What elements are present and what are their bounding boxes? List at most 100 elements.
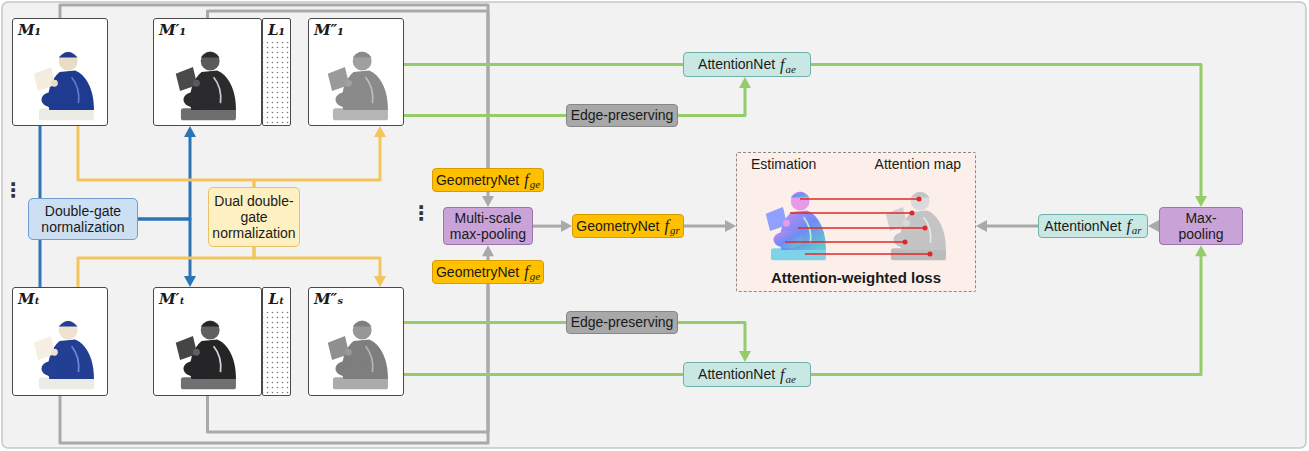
strip-ground bbox=[262, 18, 291, 126]
arrow-head bbox=[739, 77, 751, 88]
connector bbox=[60, 5, 488, 168]
box-label: AttentionNet bbox=[698, 366, 775, 382]
connector-line bbox=[404, 373, 683, 376]
connector bbox=[208, 11, 489, 168]
arrow-head bbox=[1195, 245, 1207, 256]
figure-shading bbox=[176, 320, 236, 389]
ellipsis-mark: ⋮ bbox=[3, 180, 23, 201]
box-label: Multi-scale max-pooling bbox=[447, 210, 529, 242]
arrow-head bbox=[1195, 196, 1207, 207]
connector-line bbox=[404, 114, 566, 117]
connector bbox=[138, 219, 196, 287]
region-title: Attention-weighted loss bbox=[751, 269, 961, 286]
connector bbox=[60, 284, 488, 443]
arrow-head bbox=[1148, 220, 1159, 232]
connector bbox=[482, 245, 494, 260]
connector bbox=[254, 247, 386, 287]
network-box: AttentionNetfar bbox=[1038, 214, 1148, 238]
connector bbox=[78, 247, 254, 287]
connector bbox=[684, 220, 736, 232]
connector-line bbox=[208, 11, 489, 168]
normalization-box: Dual double-gate normalization bbox=[208, 187, 300, 247]
arrow-head bbox=[976, 220, 987, 232]
connector bbox=[404, 115, 566, 116]
arrow-head bbox=[739, 351, 751, 362]
arrow-head bbox=[482, 245, 494, 256]
figure-colour bbox=[34, 51, 94, 120]
arrow-head bbox=[184, 276, 196, 287]
connector-line bbox=[138, 134, 190, 219]
function-subscript: ae bbox=[786, 63, 796, 75]
function-subscript: ar bbox=[1132, 224, 1142, 236]
region-caption: Attention map bbox=[875, 156, 961, 172]
correspondence-dot bbox=[923, 226, 928, 231]
filter-box: Edge-preserving bbox=[566, 104, 678, 127]
connector bbox=[404, 374, 683, 375]
correspondence-line bbox=[785, 241, 905, 243]
network-box: GeometryNetfge bbox=[432, 260, 544, 284]
image-panel: M″₁ bbox=[308, 18, 404, 126]
box-label: GeometryNet bbox=[576, 218, 659, 234]
light-strip: L₁ bbox=[262, 18, 291, 126]
panel-label: M″ₛ bbox=[314, 290, 343, 308]
function-subscript: gr bbox=[670, 224, 680, 236]
function-subscript: ge bbox=[530, 178, 540, 190]
connector bbox=[678, 77, 751, 116]
connector bbox=[533, 220, 572, 232]
connector-line bbox=[254, 247, 380, 279]
figure-shading bbox=[176, 51, 236, 120]
panel-ground bbox=[12, 287, 108, 396]
strip-ground bbox=[262, 287, 291, 396]
loss-region: EstimationAttention mapAttention-weighte… bbox=[736, 152, 976, 292]
filter-box: Edge-preserving bbox=[566, 311, 678, 334]
panel-label: M′ₜ bbox=[159, 290, 185, 308]
panel-label: L₁ bbox=[268, 21, 285, 39]
connector-line bbox=[404, 63, 683, 66]
connector bbox=[404, 322, 566, 323]
connector-line bbox=[138, 219, 190, 279]
arrow-head bbox=[184, 126, 196, 137]
arrow-head bbox=[561, 220, 572, 232]
loss-region-ground bbox=[736, 152, 976, 292]
arrow-head bbox=[374, 126, 386, 137]
pooling-box: Max-pooling bbox=[1159, 207, 1243, 245]
function-symbol: f bbox=[1126, 217, 1130, 235]
caption-row: EstimationAttention map bbox=[751, 156, 961, 172]
arrow-head bbox=[482, 196, 494, 207]
ellipsis-mark-text: ⋮ bbox=[3, 179, 23, 201]
pooling-box: Multi-scale max-pooling bbox=[443, 207, 533, 245]
correspondence-dot bbox=[903, 240, 908, 245]
connector-line bbox=[678, 323, 745, 355]
connector-line bbox=[39, 240, 42, 287]
function-symbol: f bbox=[524, 263, 528, 281]
connector-line bbox=[811, 65, 1201, 200]
box-label: Edge-preserving bbox=[571, 107, 674, 123]
box-label: AttentionNet bbox=[698, 56, 775, 72]
panel-ground bbox=[308, 287, 404, 396]
connector-line bbox=[404, 321, 566, 324]
correspondence-line bbox=[805, 253, 930, 255]
panel-label: M′₁ bbox=[159, 21, 186, 39]
correspondence-dot bbox=[910, 211, 915, 216]
panel-label: Mₜ bbox=[18, 290, 40, 308]
figure-diffuse bbox=[328, 320, 388, 389]
connector bbox=[811, 65, 1207, 208]
light-dots bbox=[263, 311, 290, 395]
connector-line bbox=[60, 284, 488, 443]
panel-ground bbox=[153, 18, 262, 126]
connector bbox=[1148, 220, 1159, 232]
correspondence-dots bbox=[903, 197, 933, 257]
connector-line bbox=[208, 284, 489, 432]
function-symbol: f bbox=[524, 171, 528, 189]
figure-colour bbox=[34, 320, 94, 389]
box-label: Edge-preserving bbox=[571, 314, 674, 330]
normal-map-figure bbox=[766, 191, 826, 260]
connector bbox=[138, 126, 196, 219]
correspondence-dot bbox=[928, 252, 933, 257]
box-label: GeometryNet bbox=[436, 172, 519, 188]
function-symbol: f bbox=[665, 217, 669, 235]
connector bbox=[254, 126, 386, 187]
connector-line bbox=[984, 225, 1038, 228]
